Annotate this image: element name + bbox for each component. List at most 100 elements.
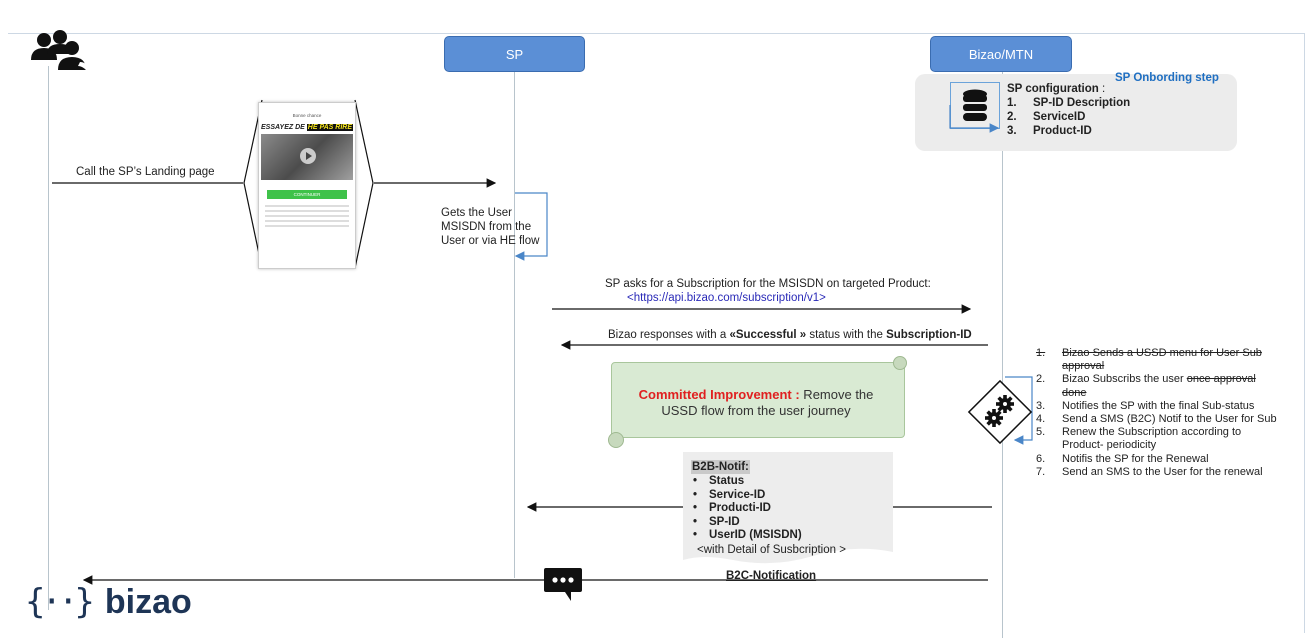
flow-step-num: 1. <box>1036 347 1046 359</box>
phone-banner-a: ESSAYEZ DE <box>261 124 305 131</box>
phone-banner: ESSAYEZ DE HE PAS RIRE <box>259 124 355 131</box>
phone-continue-button: CONTINUER <box>267 190 347 199</box>
bizao-mtn-actor-label: Bizao/MTN <box>968 46 1034 62</box>
landing-page-screenshot: Bonne chance ESSAYEZ DE HE PAS RIRE CONT… <box>258 102 356 269</box>
flow-step-text: Send a SMS (B2C) Notif to the User for S… <box>1062 413 1277 426</box>
resp-successful: «Successful » <box>729 329 807 341</box>
sp-actor-label: SP <box>505 46 524 62</box>
landing-bracket-left <box>243 99 263 269</box>
flow-step-text: Notifies the SP with the final Sub-statu… <box>1062 399 1255 412</box>
flow-step-num: 5. <box>1036 426 1046 439</box>
improvement-text-a: Remove the <box>799 387 874 402</box>
config-item: 1. SP-ID Description <box>1007 96 1130 110</box>
call-landing-label: Call the SP’s Landing page <box>76 166 215 178</box>
bizao-logo-glyph: {··} <box>25 582 95 622</box>
right-border <box>1304 33 1305 633</box>
bizao-lifeline <box>1002 70 1003 638</box>
b2b-notif-box: B2B-Notif: Status Service-ID Producti-ID… <box>691 457 887 557</box>
flow-step: 7. Send an SMS to the User for the renew… <box>1036 466 1306 479</box>
config-label: SP configuration <box>1007 83 1099 95</box>
config-colon: : <box>1102 83 1106 95</box>
improvement-text-b: USSD flow from the user journey <box>661 403 851 418</box>
b2b-item: UserID (MSISDN) <box>691 529 887 543</box>
config-item-num: 1. <box>1007 97 1017 109</box>
flow-step-num: 4. <box>1036 413 1046 426</box>
config-item-num: 2. <box>1007 111 1017 123</box>
chat-icon <box>544 568 582 601</box>
config-list: 1. SP-ID Description 2. ServiceID 3. Produc… <box>1007 96 1130 138</box>
user-lifeline <box>48 66 49 610</box>
sp-self-loop <box>514 192 548 261</box>
flow-step: 1. Bizao Sends a USSD menu for User Sub … <box>1036 347 1306 373</box>
database-icon <box>963 89 987 121</box>
gets-msisdn-line: Gets the User <box>441 207 512 219</box>
config-item-text: SP-ID Description <box>1033 97 1131 109</box>
flow-step-num: 2. <box>1036 373 1046 386</box>
flow-step-text: approval <box>1062 360 1105 373</box>
b2b-items: Status Service-ID Producti-ID SP-ID User… <box>691 475 887 543</box>
scroll-curl-top <box>893 356 907 370</box>
b2b-item: Producti-ID <box>691 502 887 516</box>
sp-config-panel <box>915 74 1237 151</box>
db-arrow <box>949 105 1000 133</box>
b2b-footer: <with Detail of Susbcription > <box>697 543 846 556</box>
flow-step-text: Bizao Sends a USSD menu for User Sub <box>1062 347 1262 359</box>
bizao-mtn-actor-box: Bizao/MTN <box>930 36 1072 72</box>
flow-step-num: 7. <box>1036 465 1046 478</box>
flow-step-num: 3. <box>1036 399 1046 412</box>
resp-subscription-id: Subscription-ID <box>886 329 972 341</box>
flow-step: 2. Bizao Subscribs the user once approva… <box>1036 373 1306 399</box>
flow-step-struck: once approval <box>1186 373 1256 386</box>
config-heading: SP configuration : <box>1007 83 1105 95</box>
b2c-notification-label: B2C-Notification <box>726 570 817 582</box>
flow-step-text: Notifis the SP for the Renewal <box>1062 452 1209 465</box>
sp-asks-url: <https://api.bizao.com/subscription/v1> <box>627 292 826 304</box>
config-item: 2. ServiceID <box>1007 110 1130 124</box>
config-item-num: 3. <box>1007 125 1017 137</box>
flow-step: 4. Send a SMS (B2C) Notif to the User fo… <box>1036 413 1306 426</box>
flow-step: 6. Notifis the SP for the Renewal <box>1036 453 1306 466</box>
flow-step-struck: done <box>1062 386 1087 399</box>
phone-header: Bonne chance <box>292 113 322 118</box>
top-border <box>8 33 1304 34</box>
play-icon <box>300 148 316 164</box>
config-item-text: Product-ID <box>1033 125 1092 137</box>
sp-asks-label: SP asks for a Subscription for the MSISD… <box>605 278 931 290</box>
gears-loop <box>1005 376 1033 445</box>
flow-step: 5. Renew the Subscription according to P… <box>1036 426 1306 452</box>
flow-step-text: Bizao Subscribs the user <box>1062 373 1187 386</box>
improvement-label: Committed Improvement : <box>638 387 800 402</box>
flow-steps-list: 1. Bizao Sends a USSD menu for User Sub … <box>1036 347 1306 479</box>
resp-part: Bizao responses with a <box>608 329 730 341</box>
onboarding-title: SP Onbording step <box>1115 72 1219 84</box>
landing-bracket-right <box>354 99 374 269</box>
gets-msisdn-line: User or via HE flow <box>441 235 540 247</box>
gears-icon <box>967 379 1033 445</box>
bizao-logo-text: bizao <box>104 583 192 621</box>
users-icon <box>31 30 88 70</box>
b2b-title: B2B-Notif: <box>691 460 750 474</box>
gets-msisdn-line: MSISDN from the <box>441 221 532 233</box>
flow-step-text: Send an SMS to the User for the renewal <box>1062 465 1263 478</box>
sp-lifeline <box>514 70 515 578</box>
config-item-text: ServiceID <box>1033 111 1086 123</box>
flow-step-num: 6. <box>1036 452 1046 465</box>
bizao-response-label: Bizao responses with a «Successful » sta… <box>608 329 972 341</box>
scroll-curl-bottom <box>608 432 624 448</box>
improvement-note <box>611 362 905 438</box>
config-item: 3. Product-ID <box>1007 124 1130 138</box>
resp-part: status with the <box>806 329 887 341</box>
flow-step-text: Product- periodicity <box>1062 439 1157 452</box>
gets-msisdn-label: Gets the User MSISDN from the User or vi… <box>441 206 551 248</box>
phone-banner-b: HE PAS RIRE <box>306 124 353 131</box>
bizao-logo: {··} bizao <box>25 582 192 622</box>
sp-actor-box: SP <box>444 36 585 72</box>
b2b-item: SP-ID <box>691 516 887 530</box>
flow-step-text: Renew the Subscription according to <box>1062 426 1242 439</box>
phone-fineprint <box>265 205 349 227</box>
flow-step: 3. Notifies the SP with the final Sub-st… <box>1036 400 1306 413</box>
phone-video <box>261 134 353 180</box>
b2b-item: Service-ID <box>691 489 887 503</box>
improvement-text: Committed Improvement : Remove the USSD … <box>620 387 892 419</box>
